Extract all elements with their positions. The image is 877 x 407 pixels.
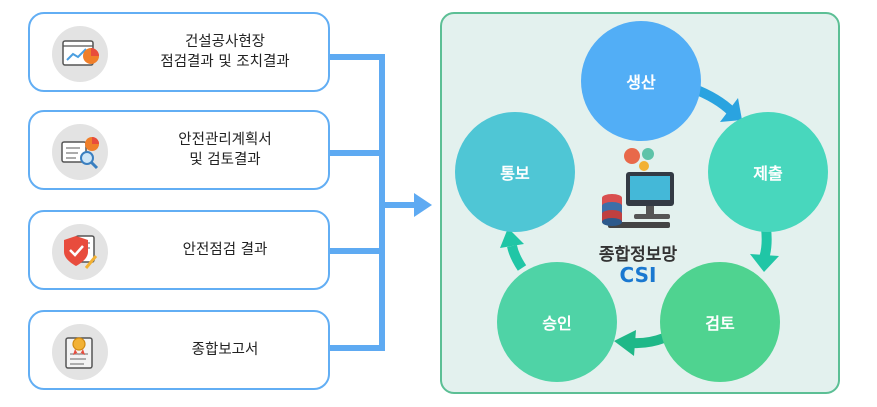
stage-label: 검토: [705, 314, 735, 333]
input-label: 안전관리계획서 및 검토결과: [178, 132, 272, 168]
input-box-safety-plan: 안전관리계획서 및 검토결과: [28, 110, 330, 190]
arrow-approval-to-notification: [500, 228, 527, 271]
connector-arrowhead: [414, 193, 432, 217]
input-label: 안전점검 결과: [182, 242, 268, 258]
stage-submission: 제출: [708, 112, 828, 232]
stage-approval: 승인: [497, 262, 617, 382]
arrow-review-to-approval: [614, 330, 666, 356]
shield-inspection-icon: [52, 224, 108, 280]
stage-label: 제출: [753, 164, 783, 183]
system-abbr: CSI: [619, 263, 657, 287]
computer-database-icon: [602, 148, 674, 228]
arrow-submission-to-review: [750, 227, 779, 272]
input-box-site-inspection: 건설공사현장 점검결과 및 조치결과: [28, 12, 330, 92]
input-box-safety-inspection: 안전점검 결과: [28, 210, 330, 290]
input-box-summary-report: 종합보고서: [28, 310, 330, 390]
stage-review: 검토: [660, 262, 780, 382]
chart-report-icon: [52, 26, 108, 82]
certificate-scroll-icon: [52, 324, 108, 380]
system-name: 종합정보망: [598, 245, 678, 265]
input-label: 종합보고서: [191, 342, 259, 358]
input-label: 건설공사현장 점검결과 및 조치결과: [160, 34, 290, 70]
stage-label: 생산: [626, 73, 656, 92]
stage-label: 승인: [542, 314, 572, 333]
stage-label: 통보: [500, 164, 530, 183]
stage-notification: 통보: [455, 112, 575, 232]
stage-production: 생산: [581, 21, 701, 141]
checklist-magnifier-icon: [52, 124, 108, 180]
